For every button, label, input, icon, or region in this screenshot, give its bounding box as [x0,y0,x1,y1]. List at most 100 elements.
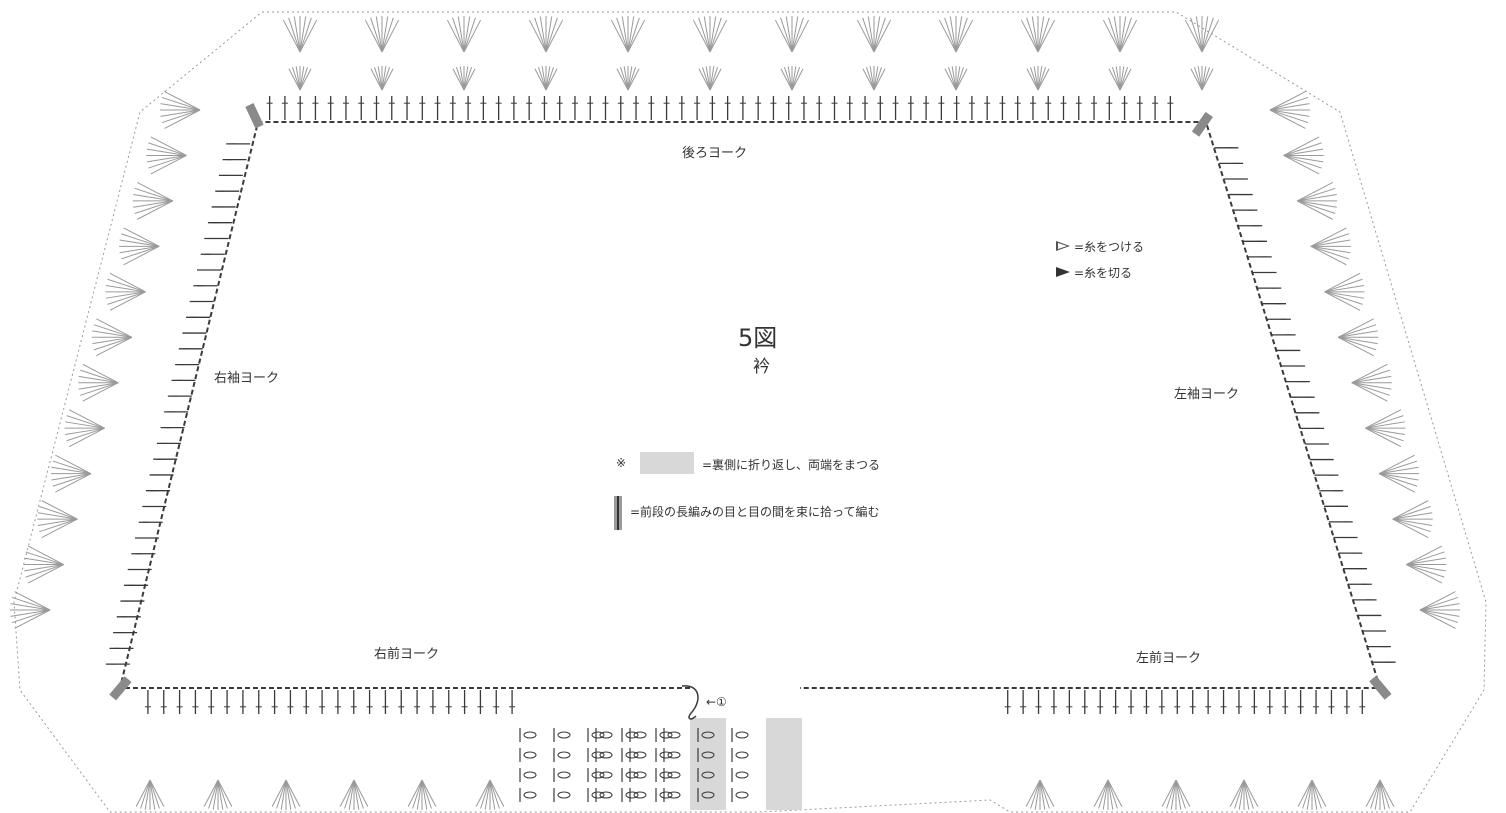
fan-stitch [1310,245,1347,266]
fan-stitch [1243,779,1259,807]
fan-stitch [621,16,629,53]
fan-stitch [873,67,883,91]
fan-stitch [1243,779,1250,810]
fan-stitch [10,603,51,611]
fan-stitch [452,68,465,91]
fan-stitch [1113,16,1121,53]
fan-stitch [944,68,957,91]
start-marker-label: ←① [706,695,727,709]
band-chain [625,751,639,759]
fan-stitch [1102,779,1109,810]
fan-stitch [1310,245,1350,260]
fan-stitch [203,779,219,807]
fan-stitch [78,375,119,384]
fan-stitch [217,779,224,810]
fan-stitch [1269,109,1309,124]
fan-stitch [1039,779,1050,809]
fan-stitch [1119,16,1127,53]
fan-stitch [1039,779,1046,810]
band-chain [625,791,639,799]
fan-stitch [1175,779,1182,810]
band-chain [667,771,681,779]
band-chain [659,791,673,799]
fan-stitch [1175,779,1191,807]
fan-stitch [27,564,64,584]
fan-stitch [217,779,228,809]
fan-stitch [701,67,711,91]
fan-stitch [93,336,132,351]
fan-stitch [1370,779,1381,809]
fan-stitch [1419,603,1460,611]
fan-stitch [161,109,201,124]
fan-stitch [869,66,875,91]
fan-stitch [1324,272,1361,293]
fan-stitch [11,596,51,611]
fan-stitch [1365,427,1406,436]
band-chain [633,791,647,799]
fan-stitch [545,19,564,53]
left-front-stitches [1004,690,1366,714]
fan-stitch [25,564,64,578]
fan-stitch [10,609,51,617]
figure-number: 5図 [738,324,778,352]
fan-stitch [446,19,465,53]
fan-stitch [955,16,963,53]
fan-stitch [146,148,187,156]
figure-subtitle: 衿 [753,357,770,377]
fan-stitch [489,779,505,807]
fan-stitch [457,16,465,53]
fan-stitch [627,67,637,91]
fan-stitch [463,19,482,53]
fan-stitch [123,245,160,266]
fan-stitch [623,66,629,91]
fan-stitch [856,19,875,53]
fan-stitch [373,67,383,91]
fan-stitch [1378,473,1415,493]
fan-stitch [149,779,156,810]
fan-stitch [377,66,383,91]
fan-stitch [285,779,296,809]
fan-stitch [1175,779,1186,809]
fan-stitch [93,324,132,338]
fan-stitch [295,66,301,91]
fan-stitch [780,17,793,53]
band-chain [633,731,647,739]
fan-stitch [1283,154,1322,169]
fan-stitch [370,17,383,53]
right-sleeve-stitches [105,143,251,665]
fan-stitch [27,545,64,565]
open-triangle-icon [1056,241,1070,251]
fan-stitch [1392,506,1431,520]
fan-stitch [1039,779,1055,807]
fan-stitch [1419,609,1460,617]
fan-stitch [339,779,355,807]
fan-stitch [534,17,547,53]
fan-stitch [1379,779,1395,807]
fan-stitch [109,272,146,293]
fan-stitch [534,68,547,91]
fan-stitch [1297,181,1333,202]
fan-stitch [1161,779,1177,807]
fan-stitch [348,779,355,810]
fan-stitch [353,779,364,809]
fan-stitch [1338,336,1378,345]
band-chain [701,731,715,739]
fan-stitch [1033,66,1039,91]
start-loop [681,685,699,720]
fan-stitch [1351,382,1392,390]
fan-stitch [299,67,309,91]
fan-stitch [703,16,711,53]
fan-stitch [791,19,810,53]
band-chain [599,791,613,799]
fan-stitch [955,68,968,91]
fan-stitch [92,330,132,338]
fan-stitch [1026,68,1039,91]
band-chain [667,751,681,759]
fan-stitch [1115,66,1121,91]
fan-stitch [107,291,146,305]
band-chain [599,751,613,759]
fan-stitch [421,779,432,809]
filled-triangle-icon [1056,267,1070,277]
fan-stitch [137,200,173,220]
fan-stitch [1365,409,1402,429]
